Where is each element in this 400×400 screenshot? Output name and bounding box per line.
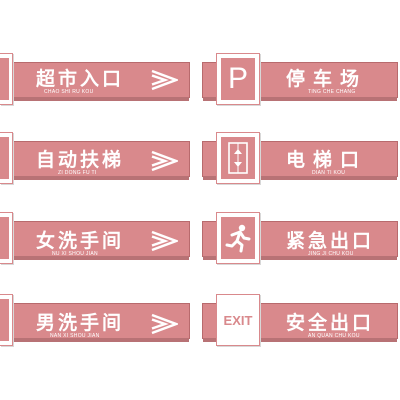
sign-icon-panel: [216, 132, 260, 184]
sign-supermarket-entrance: 超市入口 CHAO SHI RU KOU: [0, 53, 190, 105]
sign-pinyin: DIAN TI KOU: [312, 170, 346, 176]
sign-bar: [0, 62, 190, 101]
sign-mens-restroom: 男洗手间 NAN XI SHOU JIAN: [0, 294, 190, 346]
sign-end-panel: [0, 212, 13, 264]
arrow-right-icon: [151, 150, 178, 172]
sign-pinyin: JING JI CHU KOU: [308, 251, 354, 257]
sign-end-panel: [0, 132, 13, 184]
arrow-right-icon: [151, 230, 178, 252]
sign-title: 女洗手间: [36, 230, 125, 252]
arrow-right-icon: [151, 69, 178, 91]
parking-icon: P: [221, 58, 255, 100]
sign-end-panel: [0, 294, 13, 346]
parking-symbol: P: [227, 62, 248, 95]
sign-icon-panel: EXIT: [216, 294, 260, 346]
sign-end-panel: [0, 53, 13, 105]
sign-escalator: 自动扶梯 ZI DONG FU TI: [0, 132, 190, 184]
sign-safety-exit: EXIT 安全出口 AN QUAN CHU KOU: [202, 294, 398, 346]
sign-emergency-exit: 紧急出口 JING JI CHU KOU: [202, 212, 398, 264]
sign-pinyin: NU XI SHOU JIAN: [52, 251, 98, 257]
exit-icon: EXIT: [221, 299, 255, 341]
sign-title: 自动扶梯: [36, 149, 125, 171]
sign-elevator: 电梯口 DIAN TI KOU: [202, 132, 398, 184]
sign-pinyin: CHAO SHI RU KOU: [44, 89, 94, 95]
sign-title: 紧急出口: [286, 230, 375, 252]
arrow-right-icon: [151, 313, 178, 335]
sign-parking: P 停车场 TING CHE CHANG: [202, 53, 398, 105]
sign-icon-panel: P: [216, 53, 260, 105]
sign-title: 安全出口: [286, 312, 375, 334]
sign-pinyin: NAN XI SHOU JIAN: [50, 333, 100, 339]
sign-womens-restroom: 女洗手间 NU XI SHOU JIAN: [0, 212, 190, 264]
sign-pinyin: TING CHE CHANG: [308, 89, 356, 95]
sign-pinyin: ZI DONG FU TI: [58, 170, 97, 176]
sign-bar: [0, 141, 190, 180]
exit-symbol: EXIT: [223, 312, 253, 328]
sign-title: 男洗手间: [36, 312, 125, 334]
sign-pinyin: AN QUAN CHU KOU: [308, 333, 360, 339]
emergency-exit-icon: [221, 217, 255, 259]
sign-title: 电梯口: [286, 149, 368, 171]
sign-title: 停车场: [286, 68, 368, 90]
elevator-icon: [221, 137, 255, 179]
sign-icon-panel: [216, 212, 260, 264]
sign-title: 超市入口: [36, 68, 125, 90]
